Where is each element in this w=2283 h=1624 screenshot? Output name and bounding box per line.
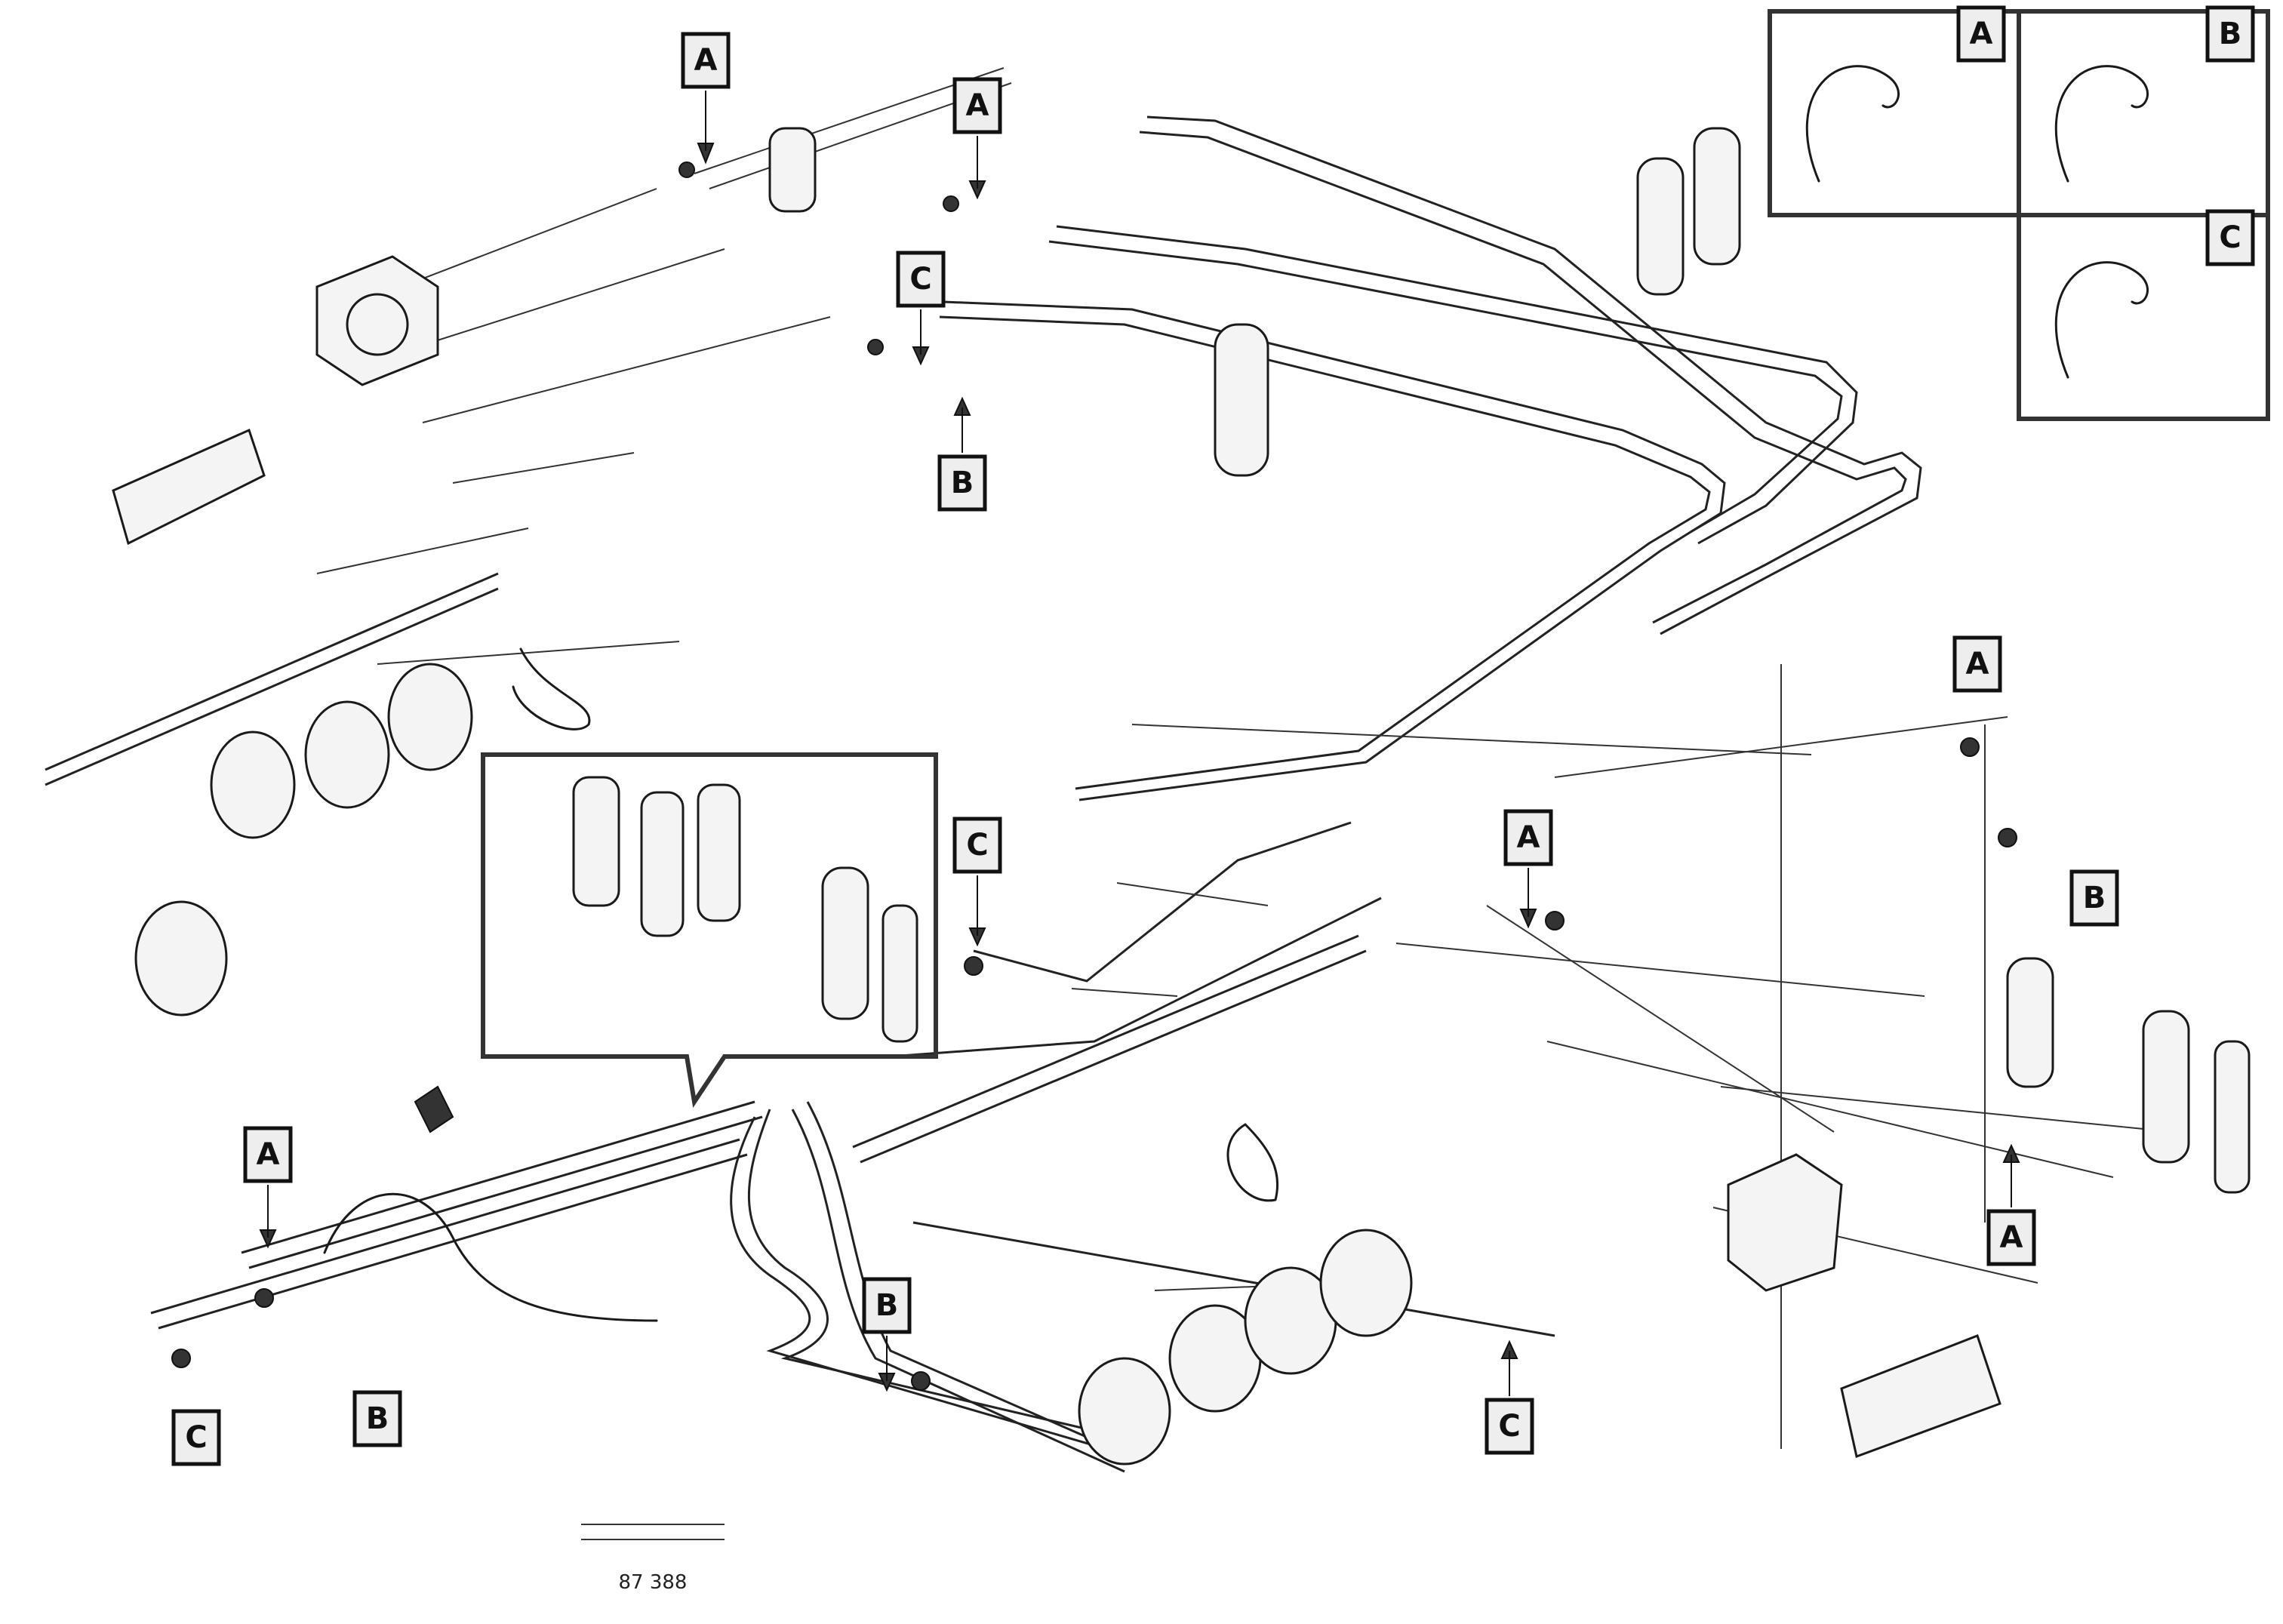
drawing-number-block: 87 388	[581, 1524, 725, 1594]
ref-marker-b-label: B	[2219, 17, 2242, 51]
ref-marker-c[interactable]: C	[2205, 209, 2255, 266]
inset-filter	[640, 791, 685, 937]
accumulator-bottom	[1078, 1357, 1171, 1466]
hose-loop	[512, 647, 591, 730]
ref-marker-a-label: A	[257, 1137, 280, 1172]
ref-marker-b-label: B	[951, 466, 974, 500]
ref-marker-b[interactable]: B	[937, 454, 987, 512]
ref-marker-b-label: B	[366, 1401, 389, 1436]
ref-marker-a[interactable]: A	[1986, 1209, 2036, 1266]
ref-marker-c[interactable]: C	[896, 251, 946, 308]
ref-marker-a[interactable]: A	[1952, 635, 2002, 693]
fitting	[1960, 737, 1980, 757]
fitting	[867, 339, 884, 355]
valve-port	[346, 293, 409, 356]
accumulator-left	[134, 900, 228, 1017]
reference-arrows	[259, 91, 2020, 1396]
ref-marker-c-label: C	[185, 1420, 207, 1455]
drawing-number: 87 388	[619, 1571, 688, 1594]
ref-marker-a[interactable]: A	[243, 1126, 293, 1183]
valve-block-right	[1727, 1153, 1843, 1292]
components	[112, 127, 2251, 1466]
ref-marker-c[interactable]: C	[1485, 1398, 1534, 1455]
sight-glass-right	[2142, 1010, 2190, 1164]
hose-variant-c	[2054, 261, 2149, 379]
sight-glass-top-right	[1636, 157, 1685, 296]
inset-filter	[697, 783, 741, 922]
mounting-bracket-left	[112, 428, 266, 546]
ref-marker-a[interactable]: A	[681, 32, 731, 89]
fitting	[678, 161, 695, 178]
fitting	[943, 195, 959, 212]
ref-marker-a[interactable]: A	[1956, 5, 2006, 63]
ref-marker-b[interactable]: B	[862, 1277, 912, 1334]
hose-loop	[1226, 1123, 1279, 1202]
inset-sight-glass	[821, 866, 869, 1020]
hose-routing-insets	[1768, 9, 2270, 421]
ref-marker-c-label: C	[1498, 1409, 1520, 1444]
accumulator-bottom	[1319, 1229, 1413, 1337]
ref-marker-c[interactable]: C	[952, 817, 1002, 874]
ref-marker-a[interactable]: A	[952, 77, 1002, 134]
ref-marker-b-label: B	[875, 1288, 899, 1323]
ref-marker-b[interactable]: B	[2069, 869, 2119, 927]
ref-marker-c-label: C	[2219, 220, 2241, 255]
fitting	[1998, 828, 2017, 847]
inset-sight-glass	[882, 904, 918, 1043]
sight-glass-right	[2006, 957, 2054, 1088]
hose-bottom-left	[323, 1192, 658, 1322]
ref-marker-c-label: C	[966, 828, 988, 863]
mounting-bracket-right	[1840, 1334, 2001, 1459]
ref-marker-a-label: A	[694, 43, 718, 78]
leader-lines	[316, 67, 2174, 1449]
reference-markers[interactable]: A A C B A A B C	[171, 5, 2255, 1466]
ref-marker-a-label: A	[1970, 17, 1993, 51]
fitting	[911, 1371, 931, 1391]
ref-marker-b-label: B	[2083, 881, 2106, 915]
ref-marker-a-label: A	[2000, 1220, 2023, 1255]
accumulator	[210, 730, 296, 839]
ref-marker-a-label: A	[1517, 820, 1540, 855]
ref-marker-a-label: A	[966, 88, 989, 123]
fitting	[254, 1288, 274, 1308]
accumulator	[387, 663, 473, 771]
clamp	[414, 1085, 454, 1133]
ref-marker-c[interactable]: C	[171, 1409, 221, 1466]
hose-variant-b	[2054, 65, 2149, 183]
ref-marker-b[interactable]: B	[352, 1390, 402, 1447]
sight-glass-right	[2214, 1040, 2251, 1194]
ref-marker-c-label: C	[909, 262, 931, 297]
sight-glass-top-right	[1693, 127, 1741, 266]
fitting	[1545, 911, 1565, 930]
accumulator	[304, 700, 390, 809]
sight-glass	[1214, 323, 1269, 477]
inset-filter	[572, 776, 620, 907]
ref-marker-a[interactable]: A	[1503, 809, 1553, 866]
ref-marker-b[interactable]: B	[2205, 5, 2255, 63]
fitting	[964, 956, 983, 976]
filter-top	[768, 127, 817, 213]
pipe-loops	[45, 115, 1922, 1473]
detail-inset	[481, 752, 938, 1108]
ref-marker-a-label: A	[1966, 647, 1989, 681]
hose-variant-a	[1805, 65, 1900, 183]
fitting	[171, 1349, 191, 1368]
